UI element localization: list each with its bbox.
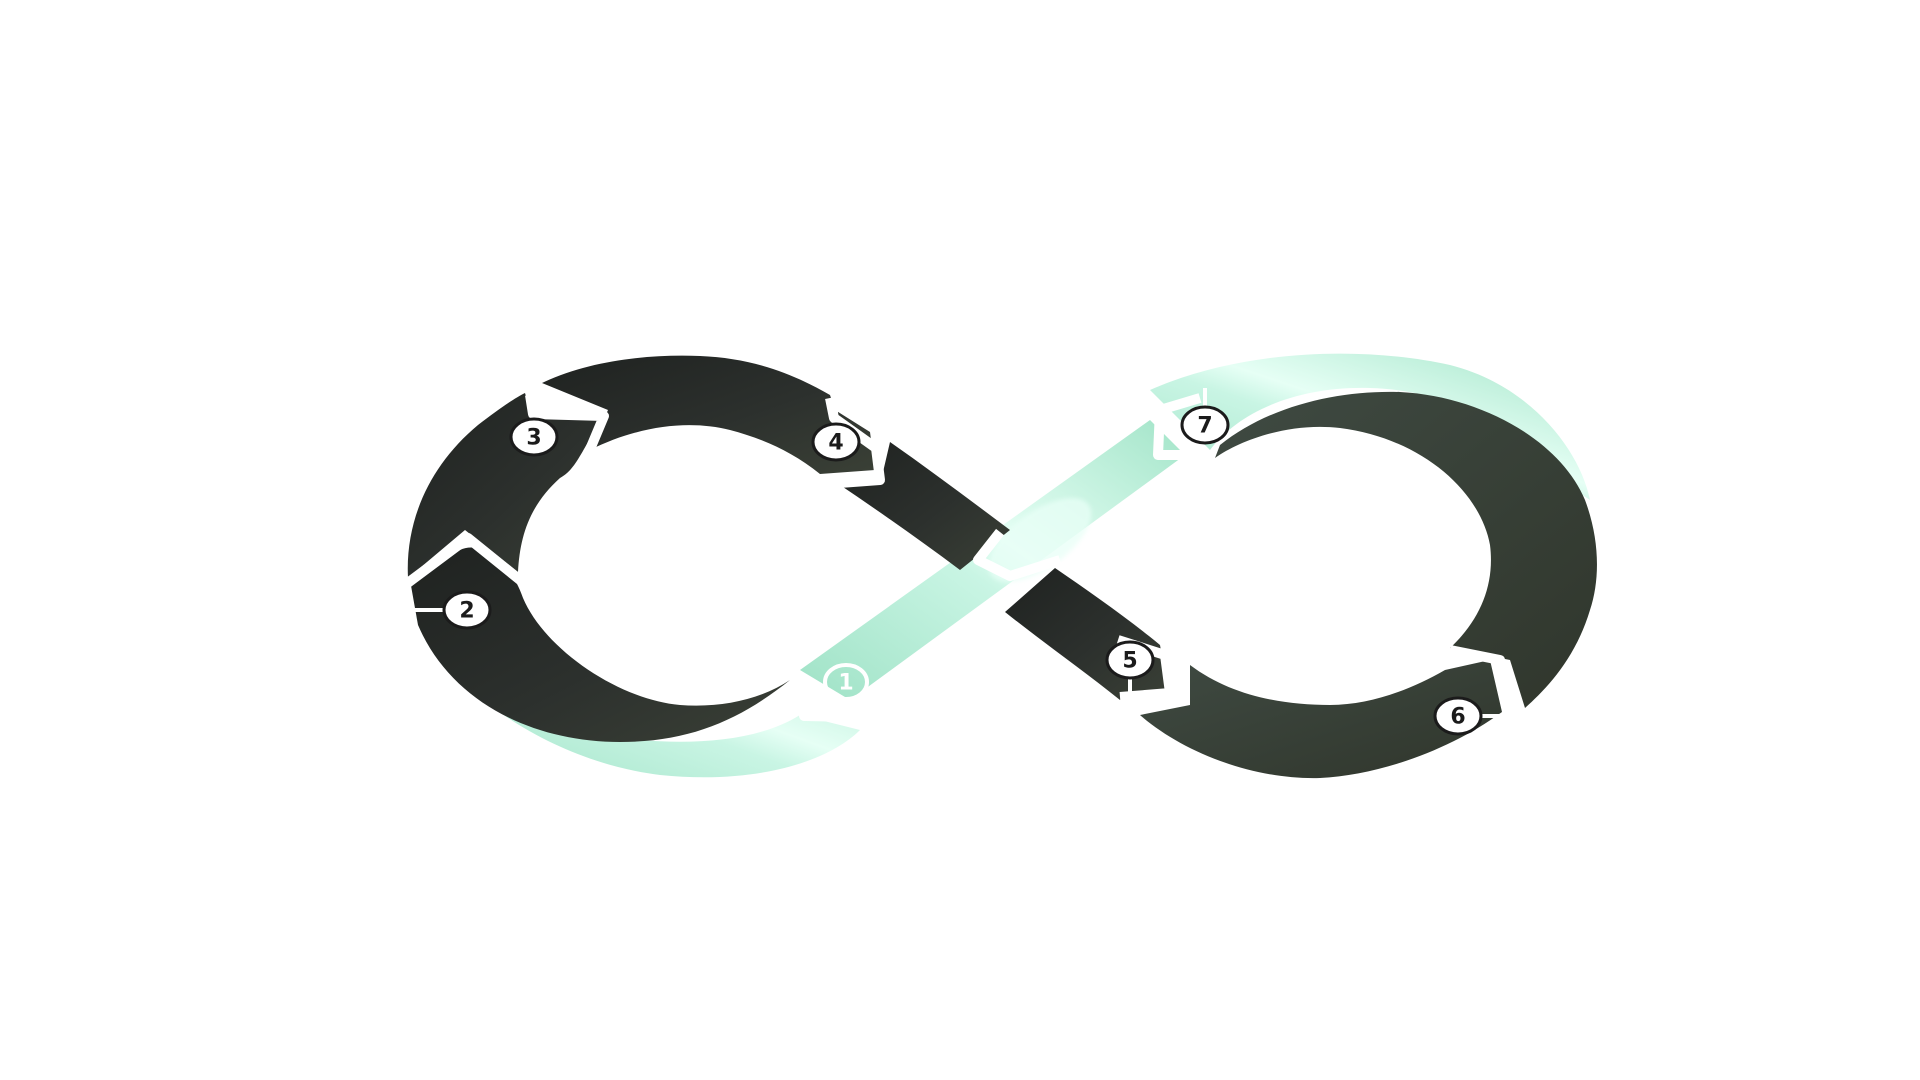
light-band	[415, 353, 1590, 778]
segment-6	[1215, 391, 1597, 708]
step-marker-4: 4	[811, 402, 861, 462]
segment-4-top	[542, 355, 875, 474]
step-marker-7: 7	[1180, 388, 1230, 445]
step-3-label: 3	[526, 426, 541, 451]
step-1-label: 1	[838, 671, 853, 696]
separator-center	[973, 528, 1062, 581]
light-band-right-loop	[1150, 353, 1590, 500]
segment-5	[1005, 568, 1168, 700]
light-band-left-loop	[415, 615, 860, 778]
segment-4	[840, 442, 1010, 570]
step-marker-5: 5	[1105, 640, 1155, 700]
center-glow	[988, 498, 1092, 582]
step-4-label: 4	[828, 431, 843, 456]
step-6-label: 6	[1450, 705, 1465, 730]
segment-3	[407, 393, 605, 578]
separator-1	[795, 674, 856, 722]
separator-4	[825, 397, 885, 489]
separator-6	[1449, 645, 1523, 724]
separator-7	[1153, 393, 1215, 460]
step-7-label: 7	[1197, 414, 1212, 439]
segment-2	[410, 547, 790, 742]
separator-3	[525, 394, 609, 480]
step-markers: 1 2 3 4 5 6 7	[412, 388, 1518, 736]
step-marker-3: 3	[509, 400, 559, 457]
separator-2	[402, 533, 524, 590]
step-marker-6: 6	[1433, 696, 1518, 736]
separators	[402, 393, 1523, 724]
step-5-label: 5	[1122, 649, 1137, 674]
step-2-label: 2	[459, 599, 474, 624]
step-marker-2: 2	[412, 590, 492, 630]
segment-6-bottom	[1140, 660, 1502, 779]
step-marker-1: 1	[823, 663, 869, 708]
